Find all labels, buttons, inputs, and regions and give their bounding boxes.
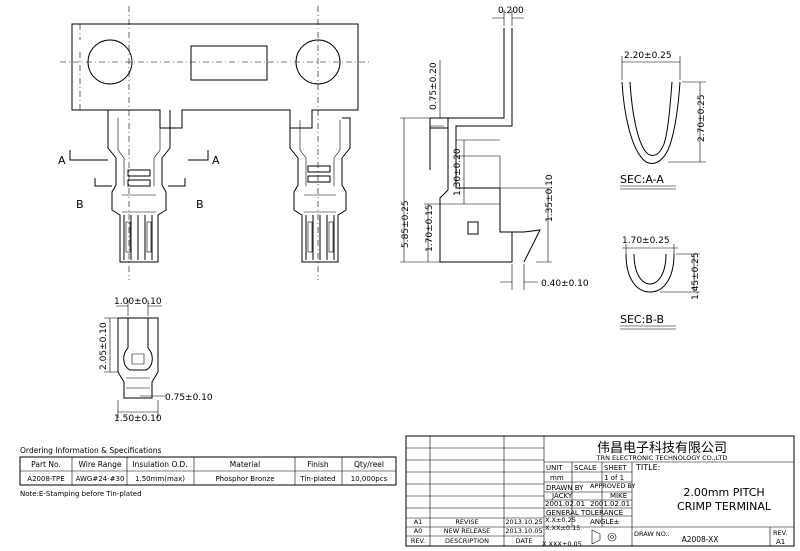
angle-label: ANGLE±	[590, 518, 620, 526]
approved-by-value: MIKE	[610, 492, 627, 500]
cell-wire-range: AWG#24-#30	[76, 475, 125, 483]
rev-row-1-rev: A1	[414, 518, 423, 526]
rev-row-1-date: 2013.10.25	[505, 518, 542, 526]
header-finish: Finish	[307, 460, 329, 469]
header-part-no: Part No.	[31, 460, 61, 469]
rev-value: A1	[776, 538, 785, 546]
dim-width-100: 1.00±0.10	[114, 297, 162, 307]
general-tolerance: GENERAL TOLERANCE	[546, 509, 623, 517]
dim-thickness: 0.200	[498, 6, 524, 16]
drawn-by-value: JACKY	[551, 492, 573, 500]
cell-finish: Tin-plated	[299, 475, 335, 483]
title-label: TITLE:	[635, 463, 660, 472]
section-b-left-label: B	[76, 198, 84, 211]
sec-aa-label: SEC:A-A	[620, 173, 664, 186]
sec-bb-label: SEC:B-B	[620, 313, 664, 326]
title-block: 伟昌电子科技有限公司 TRN ELECTRONIC TECHNOLOGY CO.…	[405, 435, 795, 548]
rev-label: REV.	[773, 529, 787, 537]
dim-top-height: 0.75±0.20	[429, 62, 439, 110]
ordering-note: Note:E-Stamping before Tin-plated	[20, 490, 142, 498]
rev-row-2-date: 2013.10.05	[505, 527, 542, 535]
drawing-title-line1: 2.00mm PITCH	[683, 486, 764, 499]
dim-lower-height: 1.70±0.15	[425, 204, 435, 252]
dim-tab-width: 0.40±0.10	[541, 279, 589, 289]
tolerance-2: X.XX±0.15	[545, 524, 580, 532]
company-name-en: TRN ELECTRONIC TECHNOLOGY CO.,LTD	[596, 454, 728, 462]
side-view: 0.200 0.75±0.20 5.85±0.25 1.30±0.20 1.70…	[400, 6, 589, 290]
scale-label: SCALE	[574, 464, 596, 472]
dim-crimp-height: 1.30±0.20	[453, 148, 463, 196]
pilot-hole-left	[87, 39, 133, 85]
front-view: A A B B	[58, 6, 370, 280]
unit-label: UNIT	[546, 464, 563, 472]
dim-mid-height: 1.35±0.10	[545, 174, 555, 222]
cell-qty: 10,000pcs	[351, 475, 388, 483]
rev-header-rev: REV.	[411, 537, 425, 545]
carrier-slot	[190, 45, 268, 81]
rev-header-desc: DESCRIPTION	[445, 537, 489, 545]
header-material: Material	[230, 460, 260, 469]
company-name-cn: 伟昌电子科技有限公司	[597, 441, 727, 456]
cell-part-no: A2008-TPE	[27, 475, 64, 483]
header-insulation: Insulation O.D.	[132, 460, 187, 469]
section-a-right-label: A	[212, 154, 220, 167]
drawn-by-label: DRAWN BY	[546, 484, 584, 492]
approved-date: 2001.02.01	[590, 500, 630, 508]
draw-no-value: A2008-XX	[682, 535, 719, 544]
rev-header-date: DATE	[516, 537, 533, 545]
section-aa-view: 2.20±0.25 2.70±0.25 SEC:A-A	[620, 51, 707, 190]
section-bb-view: 1.70±0.25 1.45±0.25 SEC:B-B	[620, 236, 701, 330]
dim-sec-bb-width: 1.70±0.25	[622, 236, 670, 246]
header-qty: Qty/reel	[354, 460, 384, 469]
dim-width-075: 0.75±0.10	[165, 393, 213, 403]
ordering-table: Ordering Information & Specifications Pa…	[19, 446, 397, 498]
tolerance-3: X.XXX±0.05	[542, 540, 582, 548]
sheet-value: 1 of 1	[604, 474, 624, 482]
dim-width-150: 1.50±0.10	[114, 414, 162, 424]
rev-row-1-desc: REVISE	[455, 518, 478, 526]
rev-row-2-rev: A0	[414, 527, 423, 535]
terminal-left	[107, 110, 171, 263]
unit-value: mm	[550, 474, 564, 482]
section-a-left-label: A	[58, 154, 66, 167]
draw-no-label: DRAW NO.:	[634, 530, 670, 538]
bottom-view: 1.00±0.10 2.05±0.10 0.75±0.10 1.50±0.10	[99, 297, 213, 424]
dim-sec-bb-height: 1.45±0.25	[691, 252, 701, 300]
drawing-title-line2: CRIMP TERMINAL	[677, 500, 772, 513]
sheet-label: SHEET	[604, 464, 628, 472]
cell-insulation: 1.50mm(max)	[135, 475, 185, 483]
dim-sec-aa-height: 2.70±0.25	[697, 94, 707, 142]
projection-symbol	[591, 529, 617, 545]
section-line-b	[94, 178, 186, 187]
tolerance-1: X.X±0.25	[545, 516, 576, 524]
section-b-right-label: B	[196, 198, 204, 211]
header-wire-range: Wire Range	[78, 460, 121, 469]
ordering-caption: Ordering Information & Specifications	[20, 446, 161, 455]
approved-by-label: APPROVED BY	[590, 482, 636, 490]
dim-height-205: 2.05±0.10	[99, 322, 109, 370]
cell-material: Phosphor Bronze	[215, 475, 274, 483]
dim-total-height: 5.85±0.25	[401, 200, 411, 248]
drawn-date: 2001.02.01	[545, 500, 585, 508]
terminal-right	[289, 117, 351, 263]
section-line-a	[69, 150, 209, 161]
dim-sec-aa-width: 2.20±0.25	[624, 51, 672, 61]
rev-row-2-desc: NEW RELEASE	[444, 527, 491, 535]
